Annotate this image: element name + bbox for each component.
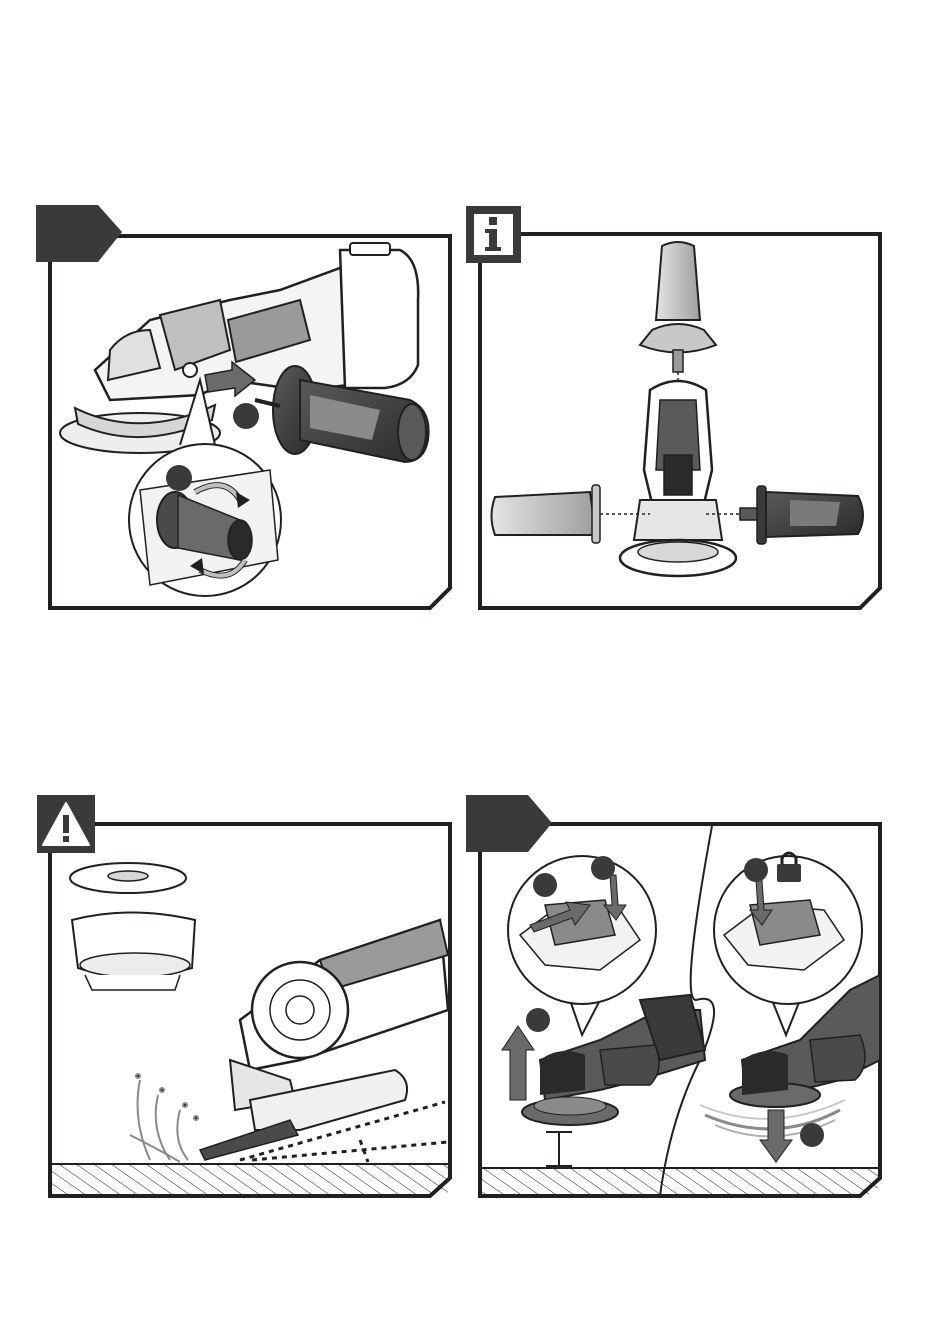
- panel-step-1: [36, 205, 450, 608]
- step-badge: [466, 795, 552, 852]
- panel-step-2: [466, 795, 880, 1196]
- grinder-front-view: [620, 381, 736, 576]
- handle-socket: [183, 363, 197, 377]
- disc-and-guard-parts: [70, 863, 195, 990]
- floor-hatching: [482, 1168, 878, 1194]
- panel-info: [466, 206, 880, 608]
- panel-warning: [37, 795, 450, 1196]
- step-number-badge-1: [166, 465, 192, 491]
- distance-marker-icon: [546, 1132, 572, 1166]
- grinding-disc-edge: [200, 1120, 298, 1160]
- grinder-in-use: [200, 920, 448, 1162]
- zoom-circle-release: [508, 856, 656, 1035]
- grinder-lifted: [522, 995, 705, 1125]
- floor-hatching: [52, 1164, 448, 1194]
- step-badge: [36, 205, 122, 262]
- up-arrow-icon: [502, 1026, 534, 1100]
- sparks-icon: [130, 1074, 198, 1162]
- right-handle-position: [706, 486, 863, 544]
- battery-mount: [340, 250, 418, 388]
- left-handle-position: [492, 485, 651, 543]
- step-number-badge-2: [233, 403, 259, 429]
